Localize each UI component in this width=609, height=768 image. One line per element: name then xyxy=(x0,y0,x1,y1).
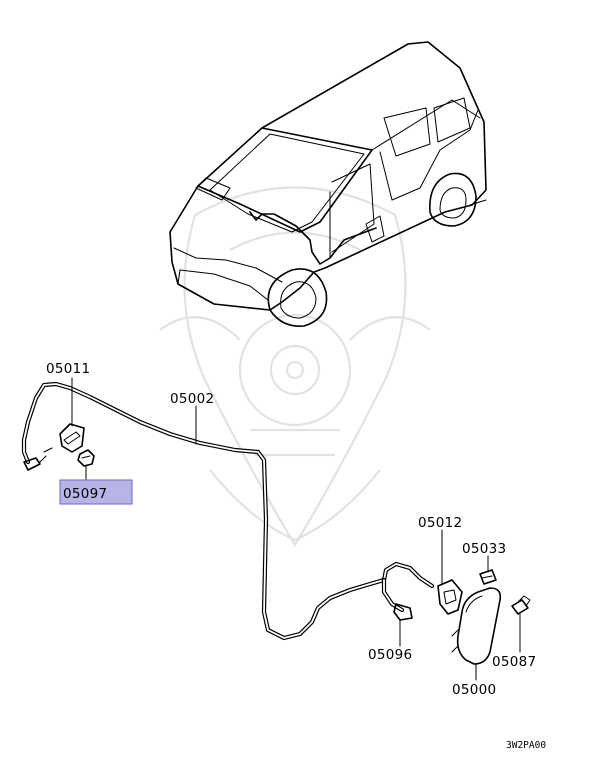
part-label-05012[interactable]: 05012 xyxy=(418,515,462,531)
cable-end-part[interactable] xyxy=(393,603,413,621)
part-label-05033[interactable]: 05033 xyxy=(462,541,506,557)
part-label-05011[interactable]: 05011 xyxy=(46,361,90,377)
release-cable xyxy=(21,381,435,641)
latch-part[interactable] xyxy=(437,579,463,615)
part-label-05002[interactable]: 05002 xyxy=(170,391,214,407)
part-label-05097[interactable]: 05097 xyxy=(63,486,107,502)
part-label-05096[interactable]: 05096 xyxy=(368,647,412,663)
release-handle-part[interactable] xyxy=(59,423,85,453)
watermark-emblem xyxy=(159,186,431,548)
leader-lines xyxy=(71,377,521,681)
van-illustration xyxy=(169,41,487,327)
fuel-lid-part[interactable] xyxy=(451,587,502,665)
part-label-05087[interactable]: 05087 xyxy=(492,654,536,670)
part-label-05000[interactable]: 05000 xyxy=(452,682,496,698)
selected-part-highlight xyxy=(59,479,133,505)
diagram-reference-code: 3W2PA00 xyxy=(506,740,546,751)
clip-part-05097[interactable] xyxy=(77,449,95,467)
stopper-part[interactable] xyxy=(511,595,531,615)
